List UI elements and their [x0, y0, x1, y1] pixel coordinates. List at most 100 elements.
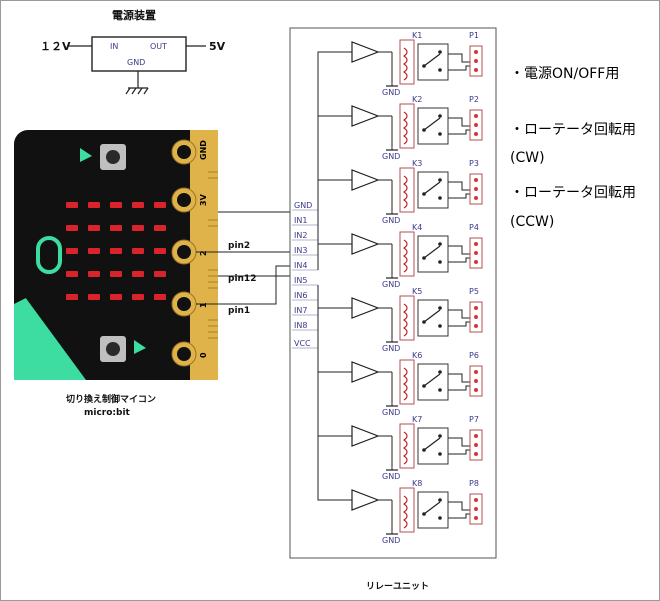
wire-label-pin1: pin1 — [228, 306, 250, 316]
relay-gnd-label: GND — [382, 408, 400, 417]
power-supply: 電源装置 １２V IN OUT GND 5V — [40, 8, 226, 95]
relay-input-label: VCC — [294, 339, 311, 348]
relay-channel: GND K6 P6 — [317, 300, 483, 417]
led — [66, 202, 78, 208]
pad-3v: 3V — [171, 187, 208, 213]
relay-input-label: IN6 — [294, 291, 307, 300]
wire-pin1 — [196, 265, 290, 305]
buffer-icon — [351, 361, 380, 383]
terminal-screw-icon — [474, 452, 478, 456]
relay-input-label: IN4 — [294, 261, 307, 270]
relay-input-label: IN5 — [294, 276, 307, 285]
led — [88, 294, 100, 300]
relay-k-label: K2 — [412, 95, 422, 104]
terminal-screw-icon — [474, 59, 478, 63]
relay-gnd-label: GND — [382, 472, 400, 481]
terminal-screw-icon — [474, 434, 478, 438]
regulator-in-label: IN — [110, 42, 118, 51]
terminal-screw-icon — [474, 123, 478, 127]
relay-coil-icon — [402, 367, 408, 401]
led — [66, 248, 78, 254]
power-supply-title: 電源装置 — [112, 8, 156, 22]
relay-switch-icon — [423, 245, 441, 259]
relay-switch-icon — [423, 373, 441, 387]
buffer-icon — [351, 297, 380, 319]
relay-coil-icon — [402, 47, 408, 81]
pad-2-label: 2 — [199, 250, 208, 256]
terminal-screw-icon — [474, 324, 478, 328]
led — [66, 225, 78, 231]
terminal-screw-icon — [474, 379, 478, 383]
relay-gnd-label: GND — [382, 216, 400, 225]
terminal-screw-icon — [474, 242, 478, 246]
led-matrix — [66, 202, 166, 300]
terminal-p-label: P5 — [469, 287, 479, 296]
terminal-p-label: P6 — [469, 351, 479, 360]
terminal-screw-icon — [474, 498, 478, 502]
relay-coil-icon — [402, 239, 408, 273]
terminal-screw-icon — [474, 50, 478, 54]
relay-caption: リレーユニット — [366, 581, 429, 592]
led — [154, 271, 166, 277]
terminal-screw-icon — [474, 196, 478, 200]
note-cw-line1: ・ローテータ回転用 — [510, 122, 636, 138]
pad-gnd: GND — [171, 139, 208, 165]
terminal-p-label: P8 — [469, 479, 479, 488]
led — [154, 294, 166, 300]
note-power: ・電源ON/OFF用 — [510, 66, 619, 82]
pad-2: 2 — [171, 239, 208, 265]
button-b — [100, 336, 126, 362]
relay-switch-icon — [423, 437, 441, 451]
relay-k-label: K1 — [412, 31, 422, 40]
terminal-screw-icon — [474, 388, 478, 392]
led — [88, 225, 100, 231]
relay-k-label: K3 — [412, 159, 422, 168]
regulator-out-label: OUT — [150, 42, 167, 51]
ground-symbol-icon — [125, 87, 149, 95]
output-voltage-label: 5V — [209, 40, 226, 53]
microbit-caption-1: 切り換え制御マイコン — [66, 393, 156, 405]
pad-1-label: 1 — [199, 302, 208, 308]
terminal-screw-icon — [474, 178, 478, 182]
corner-decoration — [14, 282, 86, 380]
terminal-screw-icon — [474, 251, 478, 255]
led — [88, 248, 100, 254]
relay-input-label: IN3 — [294, 246, 307, 255]
relay-k-label: K8 — [412, 479, 422, 488]
button-b-marker-icon — [134, 340, 146, 354]
relay-gnd-label: GND — [382, 344, 400, 353]
terminal-screw-icon — [474, 306, 478, 310]
edge-connector-teeth — [208, 171, 218, 339]
relay-input-label: IN7 — [294, 306, 307, 315]
led — [110, 294, 122, 300]
relay-gnd-label: GND — [382, 88, 400, 97]
pad-gnd-label: GND — [199, 140, 208, 160]
led — [66, 271, 78, 277]
regulator-gnd-label: GND — [127, 58, 145, 67]
button-a-marker-icon — [80, 148, 92, 162]
ring-pad — [36, 236, 62, 274]
led — [154, 225, 166, 231]
relay-input-label: IN1 — [294, 216, 307, 225]
terminal-screw-icon — [474, 260, 478, 264]
note-cw-line2: (CW) — [510, 150, 545, 166]
led — [110, 248, 122, 254]
terminal-screw-icon — [474, 315, 478, 319]
pad-0: 0 — [171, 341, 208, 367]
microbit-caption-2: micro:bit — [84, 408, 131, 418]
relay-k-label: K6 — [412, 351, 422, 360]
usage-notes: ・電源ON/OFF用 ・ローテータ回転用 (CW) ・ローテータ回転用 (CCW… — [510, 66, 636, 230]
relay-channel: GND K3 P3 — [317, 159, 483, 255]
led — [110, 202, 122, 208]
terminal-screw-icon — [474, 132, 478, 136]
terminal-p-label: P3 — [469, 159, 479, 168]
relay-coil-icon — [402, 111, 408, 145]
buffer-icon — [351, 489, 380, 511]
led — [132, 294, 144, 300]
regulator-box — [91, 36, 187, 72]
pad-0-label: 0 — [199, 352, 208, 358]
